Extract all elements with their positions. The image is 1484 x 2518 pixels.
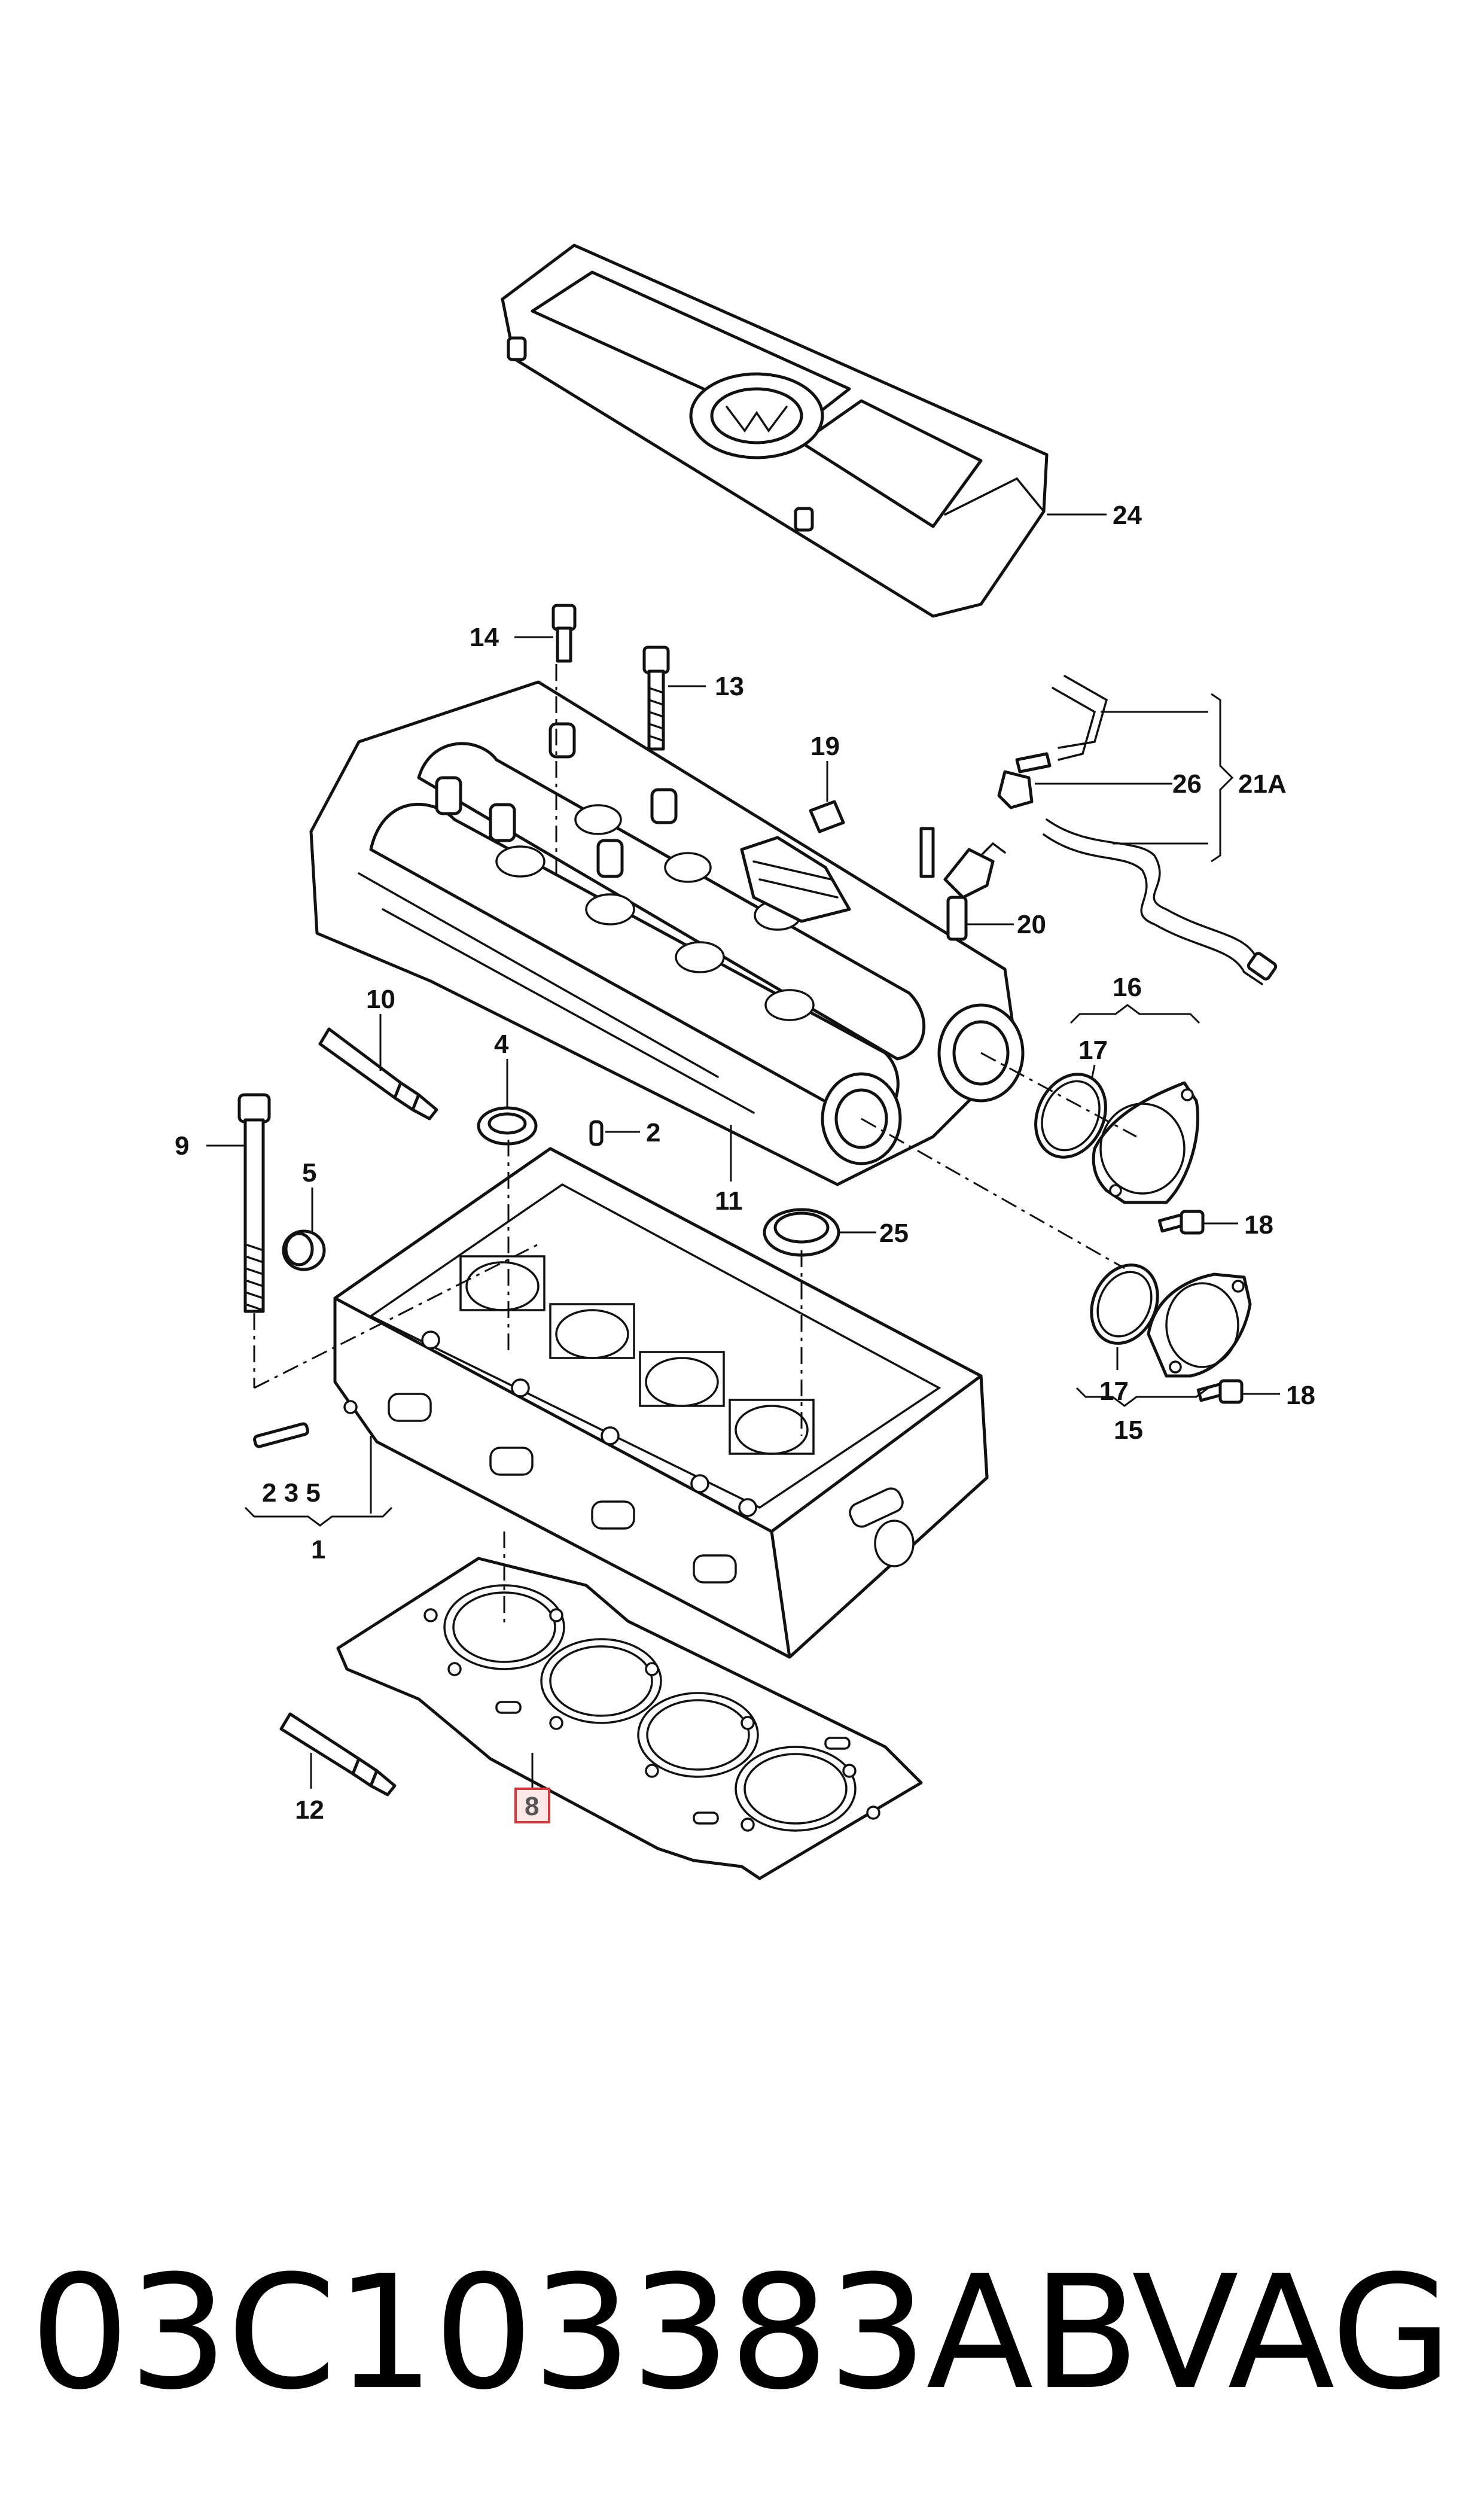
cap-19-part bbox=[809, 800, 845, 833]
callout-235: 2 3 5 bbox=[262, 1478, 321, 1508]
seal-ring-4-part bbox=[477, 1106, 538, 1146]
callout-1: 1 bbox=[311, 1535, 325, 1564]
part-number-label: 03C103383AB bbox=[30, 2242, 1139, 2424]
callout-26: 26 bbox=[1172, 769, 1202, 799]
callout-4: 4 bbox=[494, 1030, 509, 1059]
bolt-18a-part bbox=[1157, 1210, 1205, 1235]
callout-20: 20 bbox=[1017, 910, 1046, 939]
engine-cover-part bbox=[501, 243, 1049, 618]
sealant-tube-12-part bbox=[279, 1712, 397, 1797]
callout-16: 16 bbox=[1113, 973, 1142, 1002]
exploded-parts-diagram: 24 14 13 11 bbox=[175, 243, 1315, 1880]
stud-235-part bbox=[253, 1422, 309, 1448]
callout-8: 8 bbox=[525, 1792, 539, 1821]
head-bolt-9-part bbox=[237, 1093, 271, 1313]
group-bracket-1 bbox=[244, 1506, 393, 1527]
callout-18a: 18 bbox=[1244, 1210, 1273, 1240]
callout-9: 9 bbox=[175, 1131, 189, 1161]
callout-8-highlight bbox=[514, 1788, 550, 1823]
camshaft-housing-part bbox=[309, 680, 1025, 1186]
callout-10: 10 bbox=[366, 985, 395, 1014]
callout-17a: 17 bbox=[1078, 1036, 1108, 1065]
callout-24: 24 bbox=[1113, 501, 1142, 530]
group-bracket-16 bbox=[1069, 1004, 1200, 1024]
cylinder-head-part bbox=[333, 1147, 989, 1659]
cover-plate-16-part bbox=[1092, 1081, 1199, 1204]
callout-13: 13 bbox=[715, 672, 744, 701]
callout-25: 25 bbox=[879, 1219, 909, 1248]
sealant-tube-10-part bbox=[318, 1027, 438, 1121]
bolt-13-part bbox=[642, 646, 670, 751]
callout-14: 14 bbox=[470, 623, 499, 652]
callout-19: 19 bbox=[810, 732, 840, 761]
group-bracket-15 bbox=[1075, 1387, 1209, 1407]
callout-12: 12 bbox=[295, 1795, 324, 1825]
plug-5-part bbox=[282, 1229, 326, 1271]
head-gasket-part bbox=[336, 1557, 923, 1880]
callout-17b: 17 bbox=[1099, 1377, 1129, 1406]
dowel-pin-2-part bbox=[589, 1120, 604, 1146]
callout-2: 2 bbox=[646, 1118, 660, 1147]
callout-15: 15 bbox=[1114, 1415, 1143, 1445]
callout-21a: 21A bbox=[1238, 769, 1287, 799]
sensor-20-part bbox=[919, 827, 1006, 941]
seal-25-part bbox=[763, 1208, 840, 1257]
bolt-14-part bbox=[551, 604, 577, 663]
brand-label: VAG bbox=[1131, 2242, 1452, 2424]
callout-11: 11 bbox=[715, 1186, 743, 1216]
hose-assembly-part bbox=[997, 675, 1278, 985]
cover-plate-15-part bbox=[1147, 1272, 1252, 1378]
callout-18b: 18 bbox=[1286, 1381, 1315, 1410]
bolt-18b-part bbox=[1196, 1379, 1244, 1404]
callout-5: 5 bbox=[302, 1158, 316, 1188]
